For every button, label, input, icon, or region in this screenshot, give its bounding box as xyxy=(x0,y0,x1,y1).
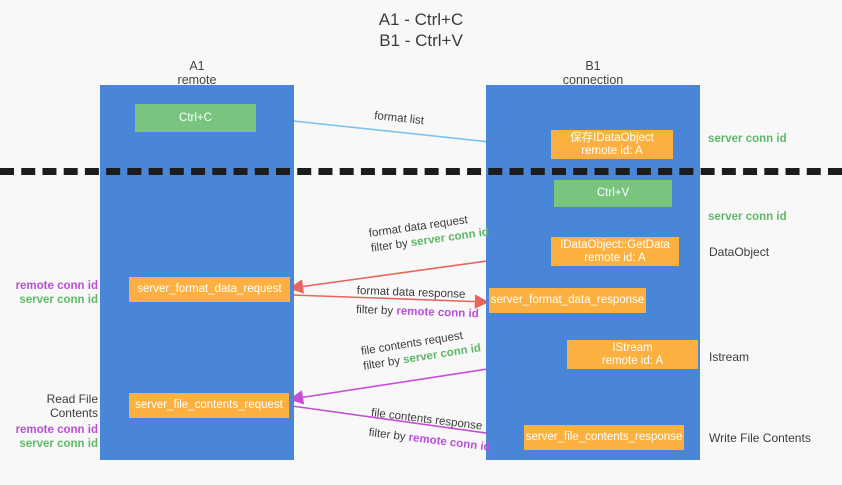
box-server-file-contents-request[interactable]: server_file_contents_request xyxy=(129,393,289,418)
label-read-file-contents-group: Read File Contents remote conn id server… xyxy=(4,392,98,451)
filter-prefix: filter by xyxy=(355,303,397,318)
box-idataobject-remote[interactable]: 保存IDataObject remote id: A xyxy=(551,130,673,159)
label-remote-conn-id-1: remote conn id xyxy=(15,280,98,292)
filter-target-remote-conn-id: remote conn id xyxy=(396,305,479,321)
caption-format-data-response: format data response filter by remote co… xyxy=(356,284,480,322)
label-remote-conn-id-2: remote conn id xyxy=(15,424,98,436)
box-ctrl-c[interactable]: Ctrl+C xyxy=(135,104,256,132)
label-write-file-contents: Write File Contents xyxy=(709,431,811,445)
box-server-file-contents-response[interactable]: server_file_contents_response xyxy=(524,425,684,450)
column-header-a1: A1 remote xyxy=(177,59,217,87)
arrow-file-contents-response xyxy=(291,405,526,444)
label-server-conn-id-second: server conn id xyxy=(708,211,787,223)
clipboard-boundary-divider xyxy=(0,168,842,175)
label-server-conn-id-1: server conn id xyxy=(19,294,98,306)
box-ctrl-v[interactable]: Ctrl+V xyxy=(554,180,672,207)
label-istream: Istream xyxy=(709,350,750,364)
box-server-format-data-request[interactable]: server_format_data_request xyxy=(129,277,290,302)
label-left-conn-ids-format: remote conn id server conn id xyxy=(8,279,98,307)
label-server-conn-id-2: server conn id xyxy=(19,438,98,450)
filter-prefix: filter by xyxy=(367,426,410,444)
box-server-format-data-response[interactable]: server_format_data_response xyxy=(489,288,646,313)
arrow-format-data-response xyxy=(291,294,490,309)
box-istream[interactable]: IStream remote id: A xyxy=(567,340,698,369)
label-read-file-contents: Read File Contents xyxy=(46,392,98,420)
column-header-b1: B1 connection xyxy=(562,59,624,87)
caption-format-data-response-line1: format data response xyxy=(356,284,466,301)
page-title: A1 - Ctrl+C B1 - Ctrl+V xyxy=(378,10,464,50)
box-idataobject-getdata[interactable]: IDataObject::GetData remote id: A xyxy=(551,237,679,266)
label-dataobject: DataObject xyxy=(709,245,770,259)
label-server-conn-id-top: server conn id xyxy=(708,133,787,145)
